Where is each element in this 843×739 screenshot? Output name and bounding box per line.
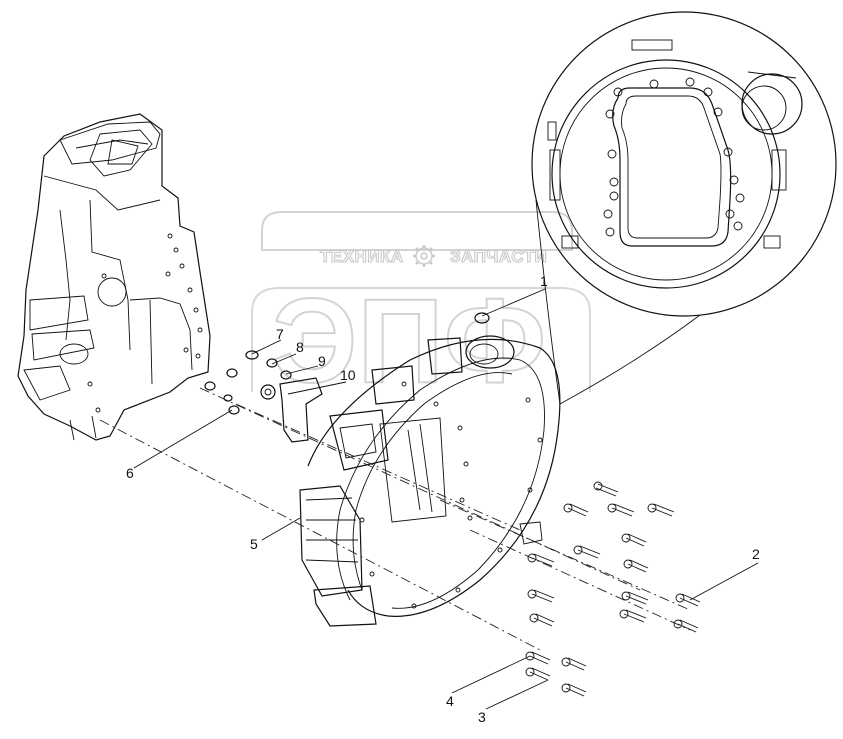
gear-icon [413,245,435,267]
callout-7: 7 [276,326,284,342]
callout-3: 3 [478,709,486,725]
center-lines [99,387,691,651]
bolts [525,481,701,697]
callout-5: 5 [250,536,258,552]
transmission-housing [17,113,211,441]
small-fasteners [204,350,323,443]
watermark-big-letters: ЭПФ [272,274,546,408]
callout-10: 10 [340,367,356,383]
callout-2: 2 [752,546,760,562]
callout-9: 9 [318,353,326,369]
callout-8: 8 [296,339,304,355]
flywheel-housing [299,312,561,627]
callout-4: 4 [446,693,454,709]
callout-1: 1 [540,273,548,289]
detail-view [531,11,837,405]
watermark-left-word: ТЕХНИКА [320,247,404,266]
watermark-right-word: ЗАПЧАСТИ [450,247,547,266]
leader-lines [133,288,759,710]
callout-labels: 1 2 3 4 5 6 7 8 9 10 [126,273,760,725]
callout-6: 6 [126,465,134,481]
watermark: ТЕХНИКА ЗАПЧАСТИ ЭПФ [251,211,591,409]
